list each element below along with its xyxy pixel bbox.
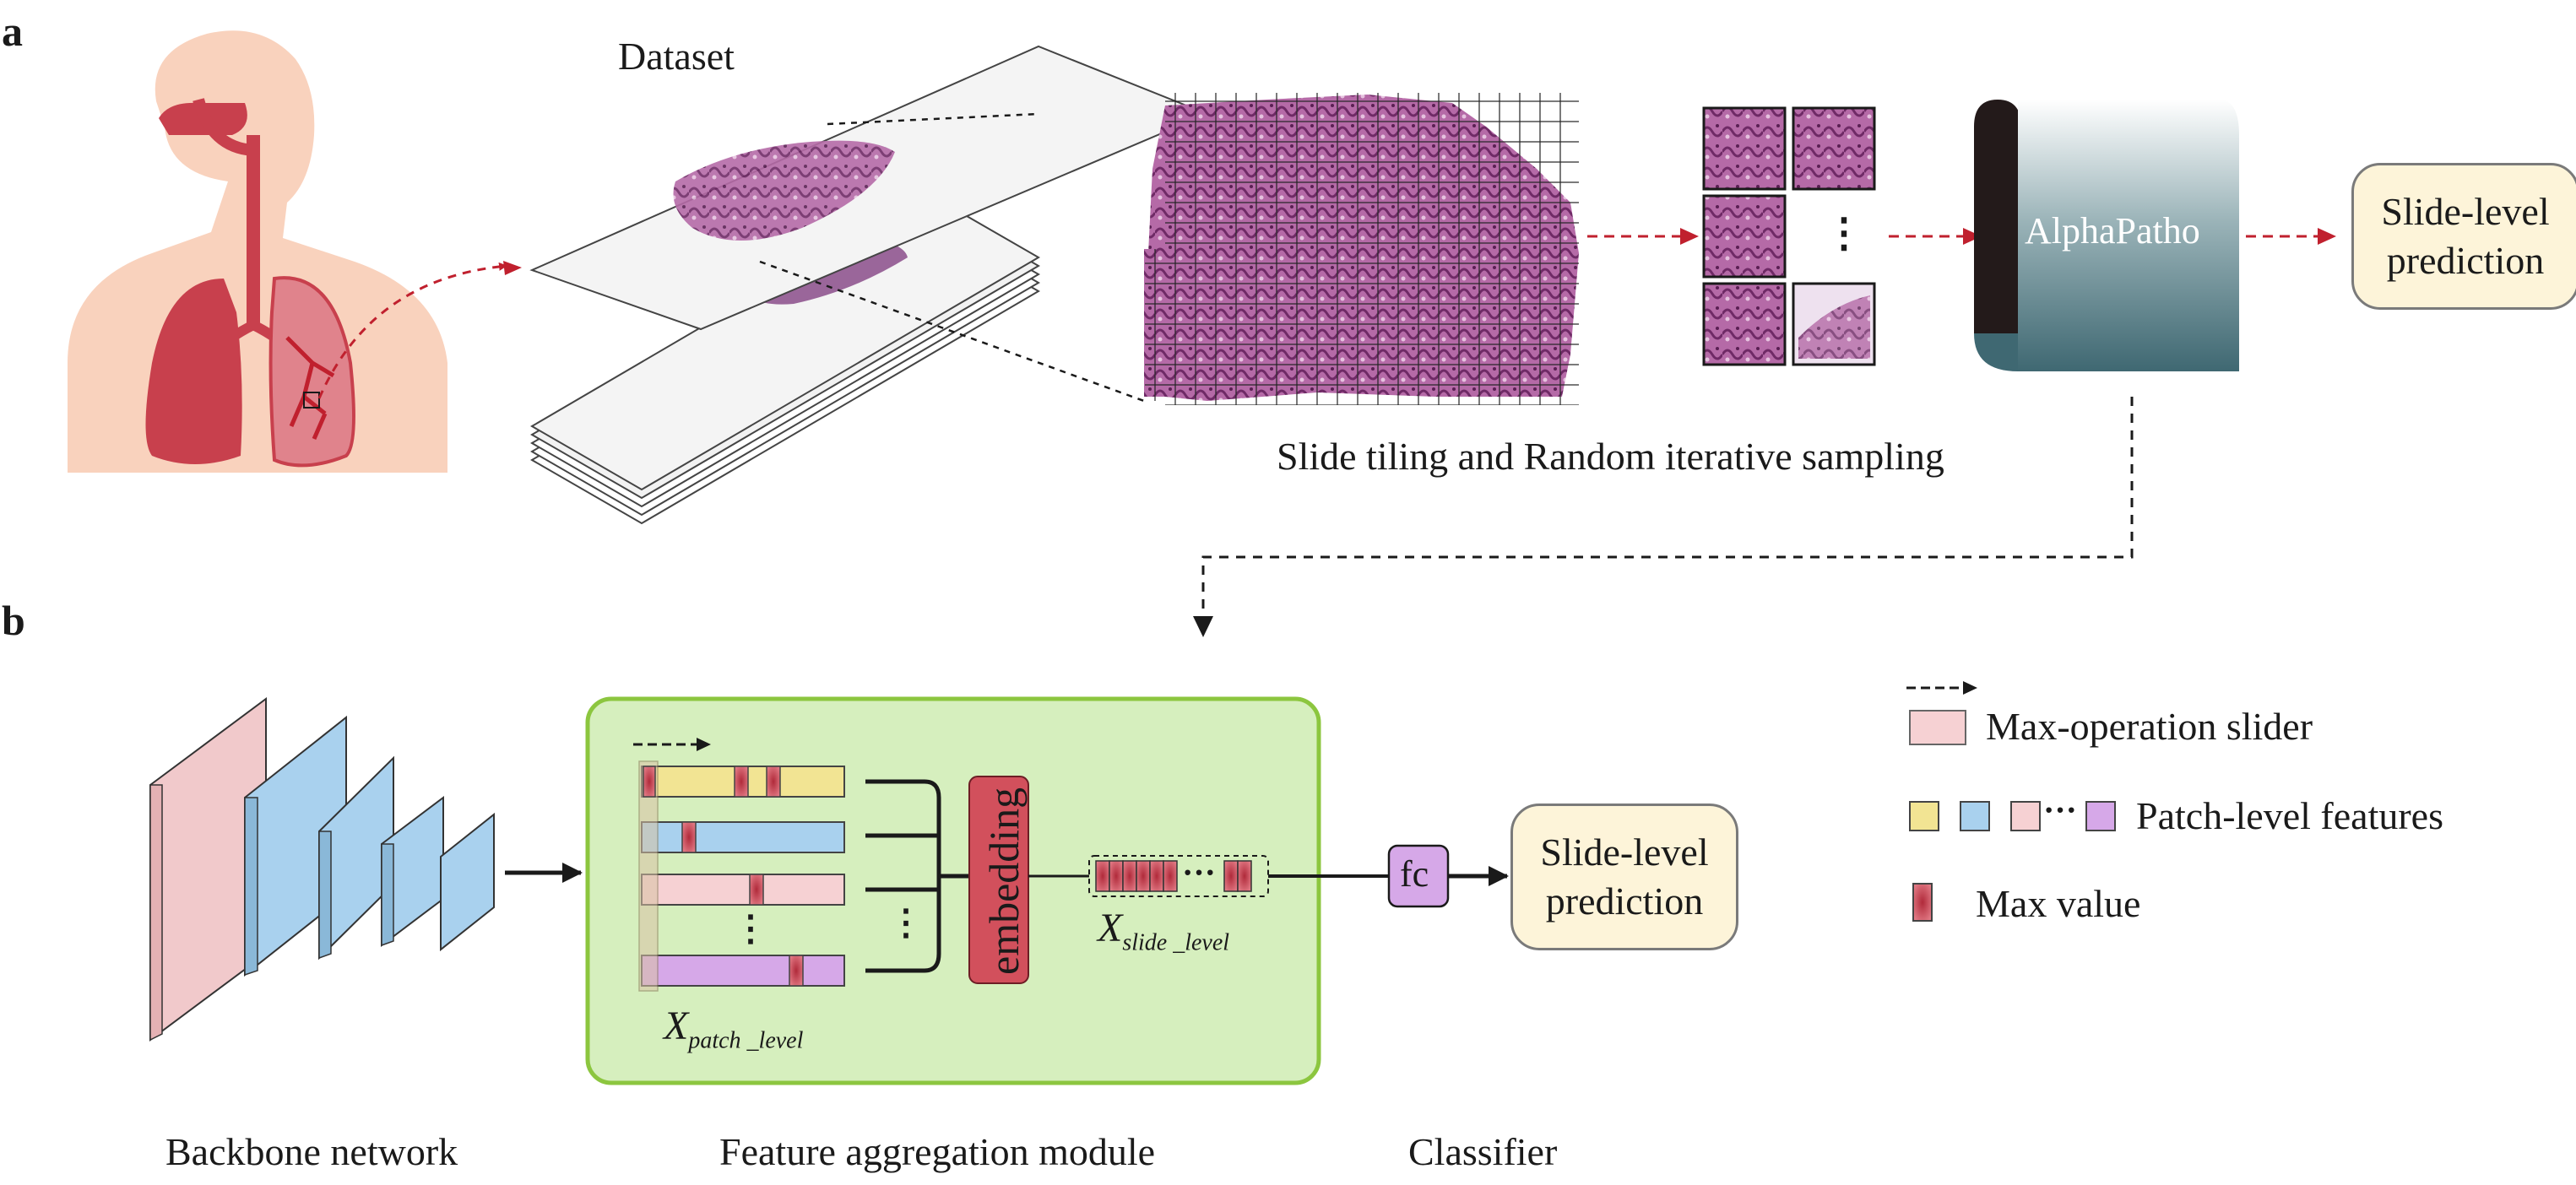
- panel-a-label: a: [2, 8, 23, 55]
- slide-level-prediction-box-a: Slide-level prediction: [2351, 163, 2576, 310]
- slide-stack: [529, 45, 1210, 525]
- bars-vertical-ellipsis: ⋮: [733, 910, 768, 949]
- panel-b-label: b: [2, 597, 25, 644]
- legend-max-value-label: Max value: [1976, 882, 2141, 925]
- x-patch-level-label: Xpatch _level: [664, 1004, 804, 1054]
- patch-ellipsis: ⋮: [1824, 211, 1864, 256]
- lung-to-dataset-arrow: [317, 262, 507, 399]
- alphapatho-model-block: [1974, 100, 2239, 371]
- patch-feature-bars: [638, 760, 845, 992]
- sampled-patches: [1702, 106, 1876, 366]
- slide-level-prediction-box-b: Slide-level prediction: [1510, 804, 1738, 950]
- dataset-label: Dataset: [618, 35, 735, 78]
- embedding-box: [968, 776, 1029, 984]
- backbone-network-layers: [149, 697, 495, 1042]
- embedding-label: embedding: [980, 787, 1028, 975]
- legend-features-label: Patch-level features: [2136, 794, 2443, 837]
- prediction-b-line2: prediction: [1545, 879, 1704, 923]
- fc-label: fc: [1400, 853, 1429, 895]
- x-slide-level-label: Xslide _level: [1098, 906, 1230, 956]
- bracket-vertical-ellipsis: ⋮: [888, 904, 924, 943]
- human-torso-illustration: [68, 30, 447, 473]
- legend-features-ellipsis: ···: [2043, 791, 2078, 829]
- aggregation-caption: Feature aggregation module: [719, 1130, 1156, 1173]
- legend-graphics: [1906, 681, 2116, 922]
- tiled-whole-slide-image: [1144, 93, 1579, 405]
- tiling-caption: Slide tiling and Random iterative sampli…: [1277, 435, 1944, 478]
- backbone-caption: Backbone network: [165, 1130, 458, 1173]
- prediction-b-line1: Slide-level: [1540, 831, 1709, 874]
- vector-ellipsis: ···: [1182, 853, 1217, 891]
- feature-bracket: [865, 779, 969, 973]
- alphapatho-label: AlphaPatho: [2025, 210, 2200, 252]
- legend-slider-label: Max-operation slider: [1986, 705, 2313, 748]
- prediction-a-line1: Slide-level: [2381, 190, 2550, 233]
- classifier-caption: Classifier: [1408, 1130, 1558, 1173]
- prediction-a-line2: prediction: [2386, 239, 2545, 282]
- slide-level-feature-vector: [1088, 855, 1269, 897]
